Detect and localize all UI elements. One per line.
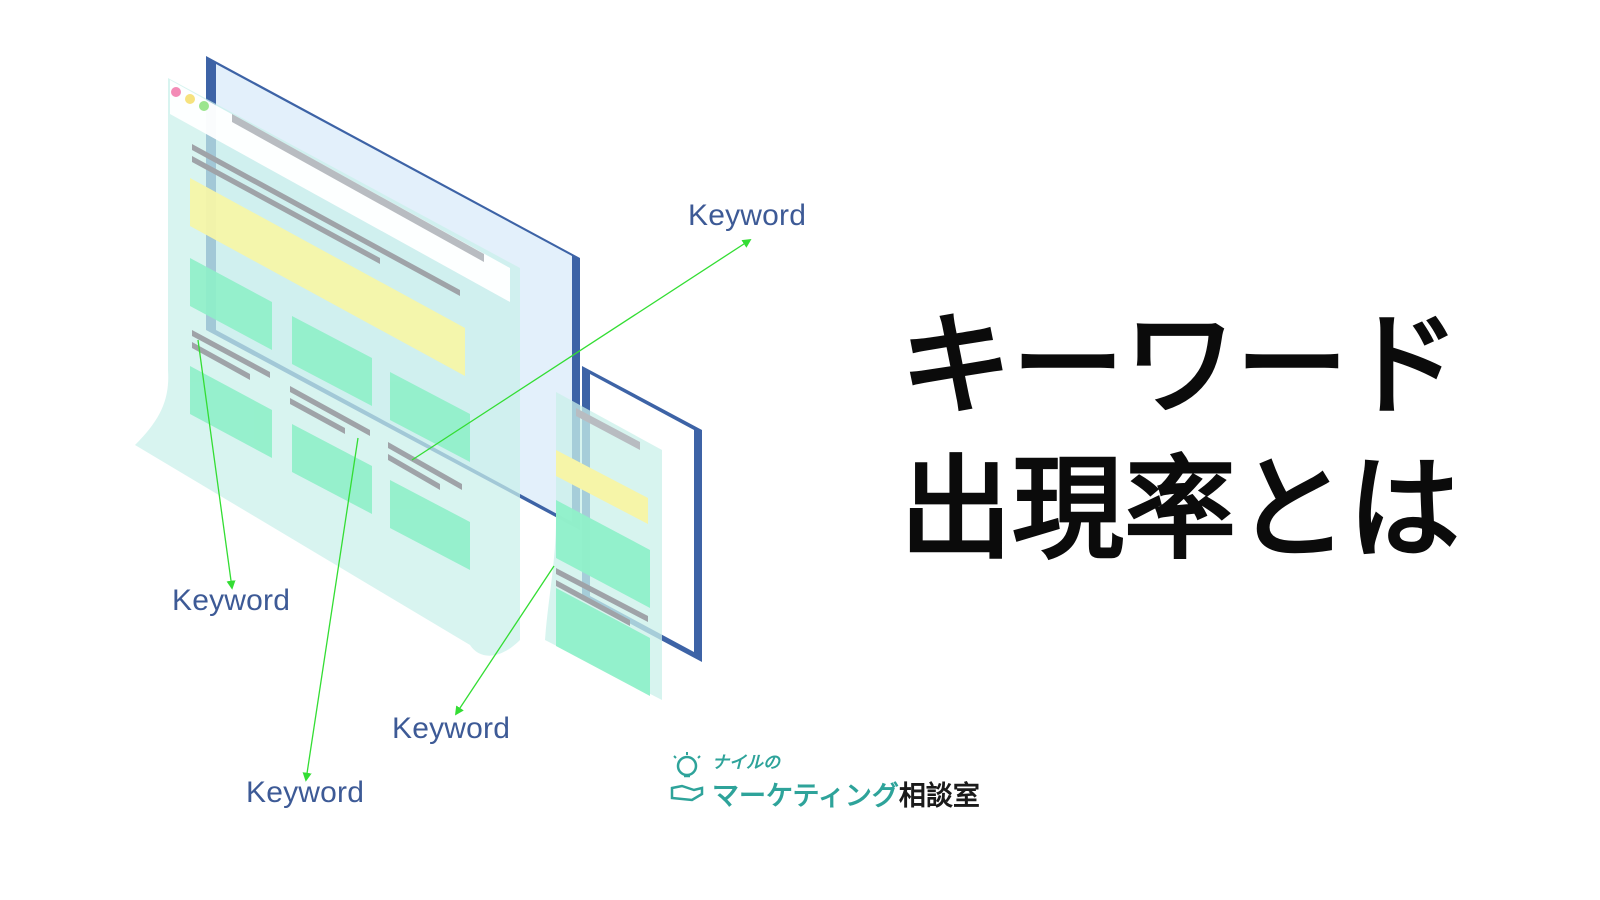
phone-highlight-banner — [556, 450, 648, 524]
arrow-phone — [454, 565, 555, 716]
keyword-label-top: Keyword — [688, 199, 807, 232]
keyword-label-bottom: Keyword — [246, 776, 365, 809]
browser-header-text-lines — [192, 144, 460, 296]
arrow-bottom-left — [302, 437, 359, 782]
brand-name-suffix: 相談室 — [898, 781, 980, 812]
desktop-browser-page — [135, 78, 520, 656]
browser-window-dots — [171, 87, 209, 111]
smartphone — [545, 366, 702, 700]
keyword-label-left: Keyword — [172, 584, 291, 617]
headline-line-2: 出現率とは — [900, 445, 1460, 575]
headline-line-1: キーワード — [900, 301, 1460, 431]
arrow-left — [197, 339, 236, 590]
card-caption-lines — [192, 330, 462, 490]
keyword-label-phone: Keyword — [392, 712, 511, 745]
keyword-arrows — [197, 239, 752, 782]
phone-card-2 — [556, 588, 650, 696]
phone-card-1 — [556, 500, 650, 608]
brand-logo: ナイルの マーケティング相談室 — [668, 748, 980, 818]
highlight-banner — [190, 178, 465, 376]
brand-name-main: マーケティング — [712, 781, 899, 812]
content-cards — [190, 258, 470, 570]
brand-name: マーケティング相談室 — [712, 774, 980, 813]
brand-top-text: ナイルの — [712, 753, 780, 773]
arrow-top-right — [411, 239, 752, 461]
lightbulb-hand-icon — [670, 752, 704, 802]
